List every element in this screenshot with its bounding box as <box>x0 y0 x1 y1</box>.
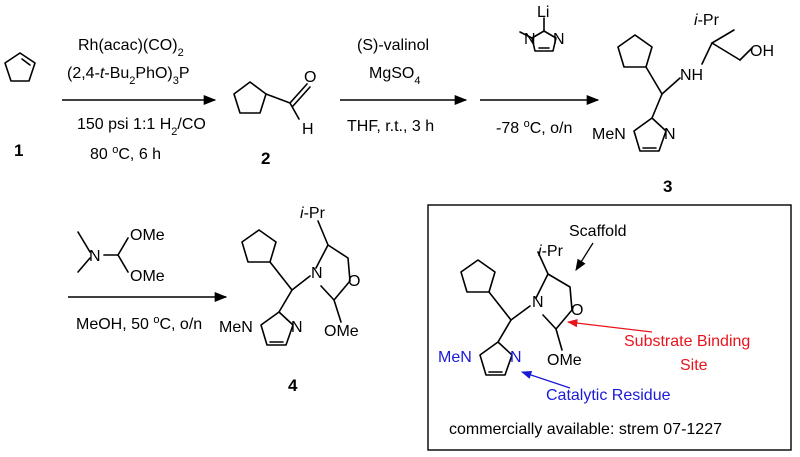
step2-drying-agent: MgSO4 <box>369 65 420 87</box>
aldehyde-oxygen: O <box>304 69 316 86</box>
compound-4-n: N <box>311 265 323 282</box>
compound-2-label: 2 <box>261 149 270 168</box>
step2-conditions: THF, r.t., 3 h <box>347 118 434 135</box>
compound-3-men: MeN <box>592 126 626 143</box>
box-isopropyl: i-Pr <box>538 243 564 260</box>
compound-4-isopropyl: i-Pr <box>300 205 326 222</box>
step-4: N OMe OMe MeOH, 50 oC, o/n <box>68 227 228 333</box>
step1-ligand: (2,4-t-Bu2PhO)3P <box>67 65 190 87</box>
compound-1-cyclopentene: 1 <box>4 52 36 160</box>
step4-conditions: MeOH, 50 oC, o/n <box>76 314 202 333</box>
compound-3-isopropyl: i-Pr <box>694 12 720 29</box>
aldehyde-hydrogen: H <box>302 121 314 138</box>
commercial-availability: commercially available: strem 07-1227 <box>449 421 722 438</box>
compound-4-oxazolidine: i-Pr N O OMe MeN N 4 <box>219 205 360 395</box>
step1-catalyst: Rh(acac)(CO)2 <box>78 37 184 59</box>
compound-4-men: MeN <box>219 319 253 336</box>
compound-4-o: O <box>348 273 360 290</box>
scaffold-arrow <box>575 242 594 271</box>
substrate-arrow <box>566 318 653 333</box>
compound-3-n: N <box>664 126 676 143</box>
compound-3-nh: NH <box>680 67 703 84</box>
scaffold-label: Scaffold <box>569 223 627 240</box>
annotation-frame <box>427 204 792 451</box>
step2-amino-alcohol: (S)-valinol <box>357 37 429 54</box>
compound-3-oh: OH <box>750 43 774 60</box>
reagent-n-methyl: N <box>524 31 536 48</box>
step-1: Rh(acac)(CO)2 (2,4-t-Bu2PhO)3P 150 psi 1… <box>62 37 217 163</box>
step1-temperature: 80 oC, 6 h <box>90 144 161 163</box>
substrate-binding-label-1: Substrate Binding <box>624 333 750 350</box>
compound-2-aldehyde: O H 2 <box>233 69 316 168</box>
compound-3-amino-alcohol: i-Pr NH OH MeN N 3 <box>592 12 774 196</box>
substrate-binding-label-2: Site <box>680 357 708 374</box>
reagent-n: N <box>553 31 565 48</box>
dmfdma-nitrogen: N <box>89 248 101 265</box>
compound-4-ome: OMe <box>324 323 359 340</box>
box-ome: OMe <box>547 352 582 369</box>
step-3: Li N N -78 oC, o/n <box>480 4 600 137</box>
compound-4-imidazole-n: N <box>291 319 303 336</box>
box-imidazole-n: N <box>510 349 522 366</box>
box-n: N <box>532 294 544 311</box>
compound-3-label: 3 <box>663 177 672 196</box>
box-o: O <box>571 302 583 319</box>
box-men: MeN <box>438 349 472 366</box>
catalytic-arrow <box>521 371 571 389</box>
step3-conditions: -78 oC, o/n <box>496 118 572 137</box>
compound-1-label: 1 <box>14 141 23 160</box>
catalytic-residue-label: Catalytic Residue <box>546 387 671 404</box>
dmfdma-ome-1: OMe <box>130 227 165 244</box>
step1-pressure: 150 psi 1:1 H2/CO <box>77 116 206 138</box>
reagent-lithium: Li <box>537 4 549 21</box>
dmfdma-ome-2: OMe <box>130 268 165 285</box>
compound-4-label: 4 <box>288 376 298 395</box>
step-2: (S)-valinol MgSO4 THF, r.t., 3 h <box>340 37 468 135</box>
annotation-box: i-Pr N O OMe MeN N Scaffold Substrate Bi… <box>427 204 792 451</box>
